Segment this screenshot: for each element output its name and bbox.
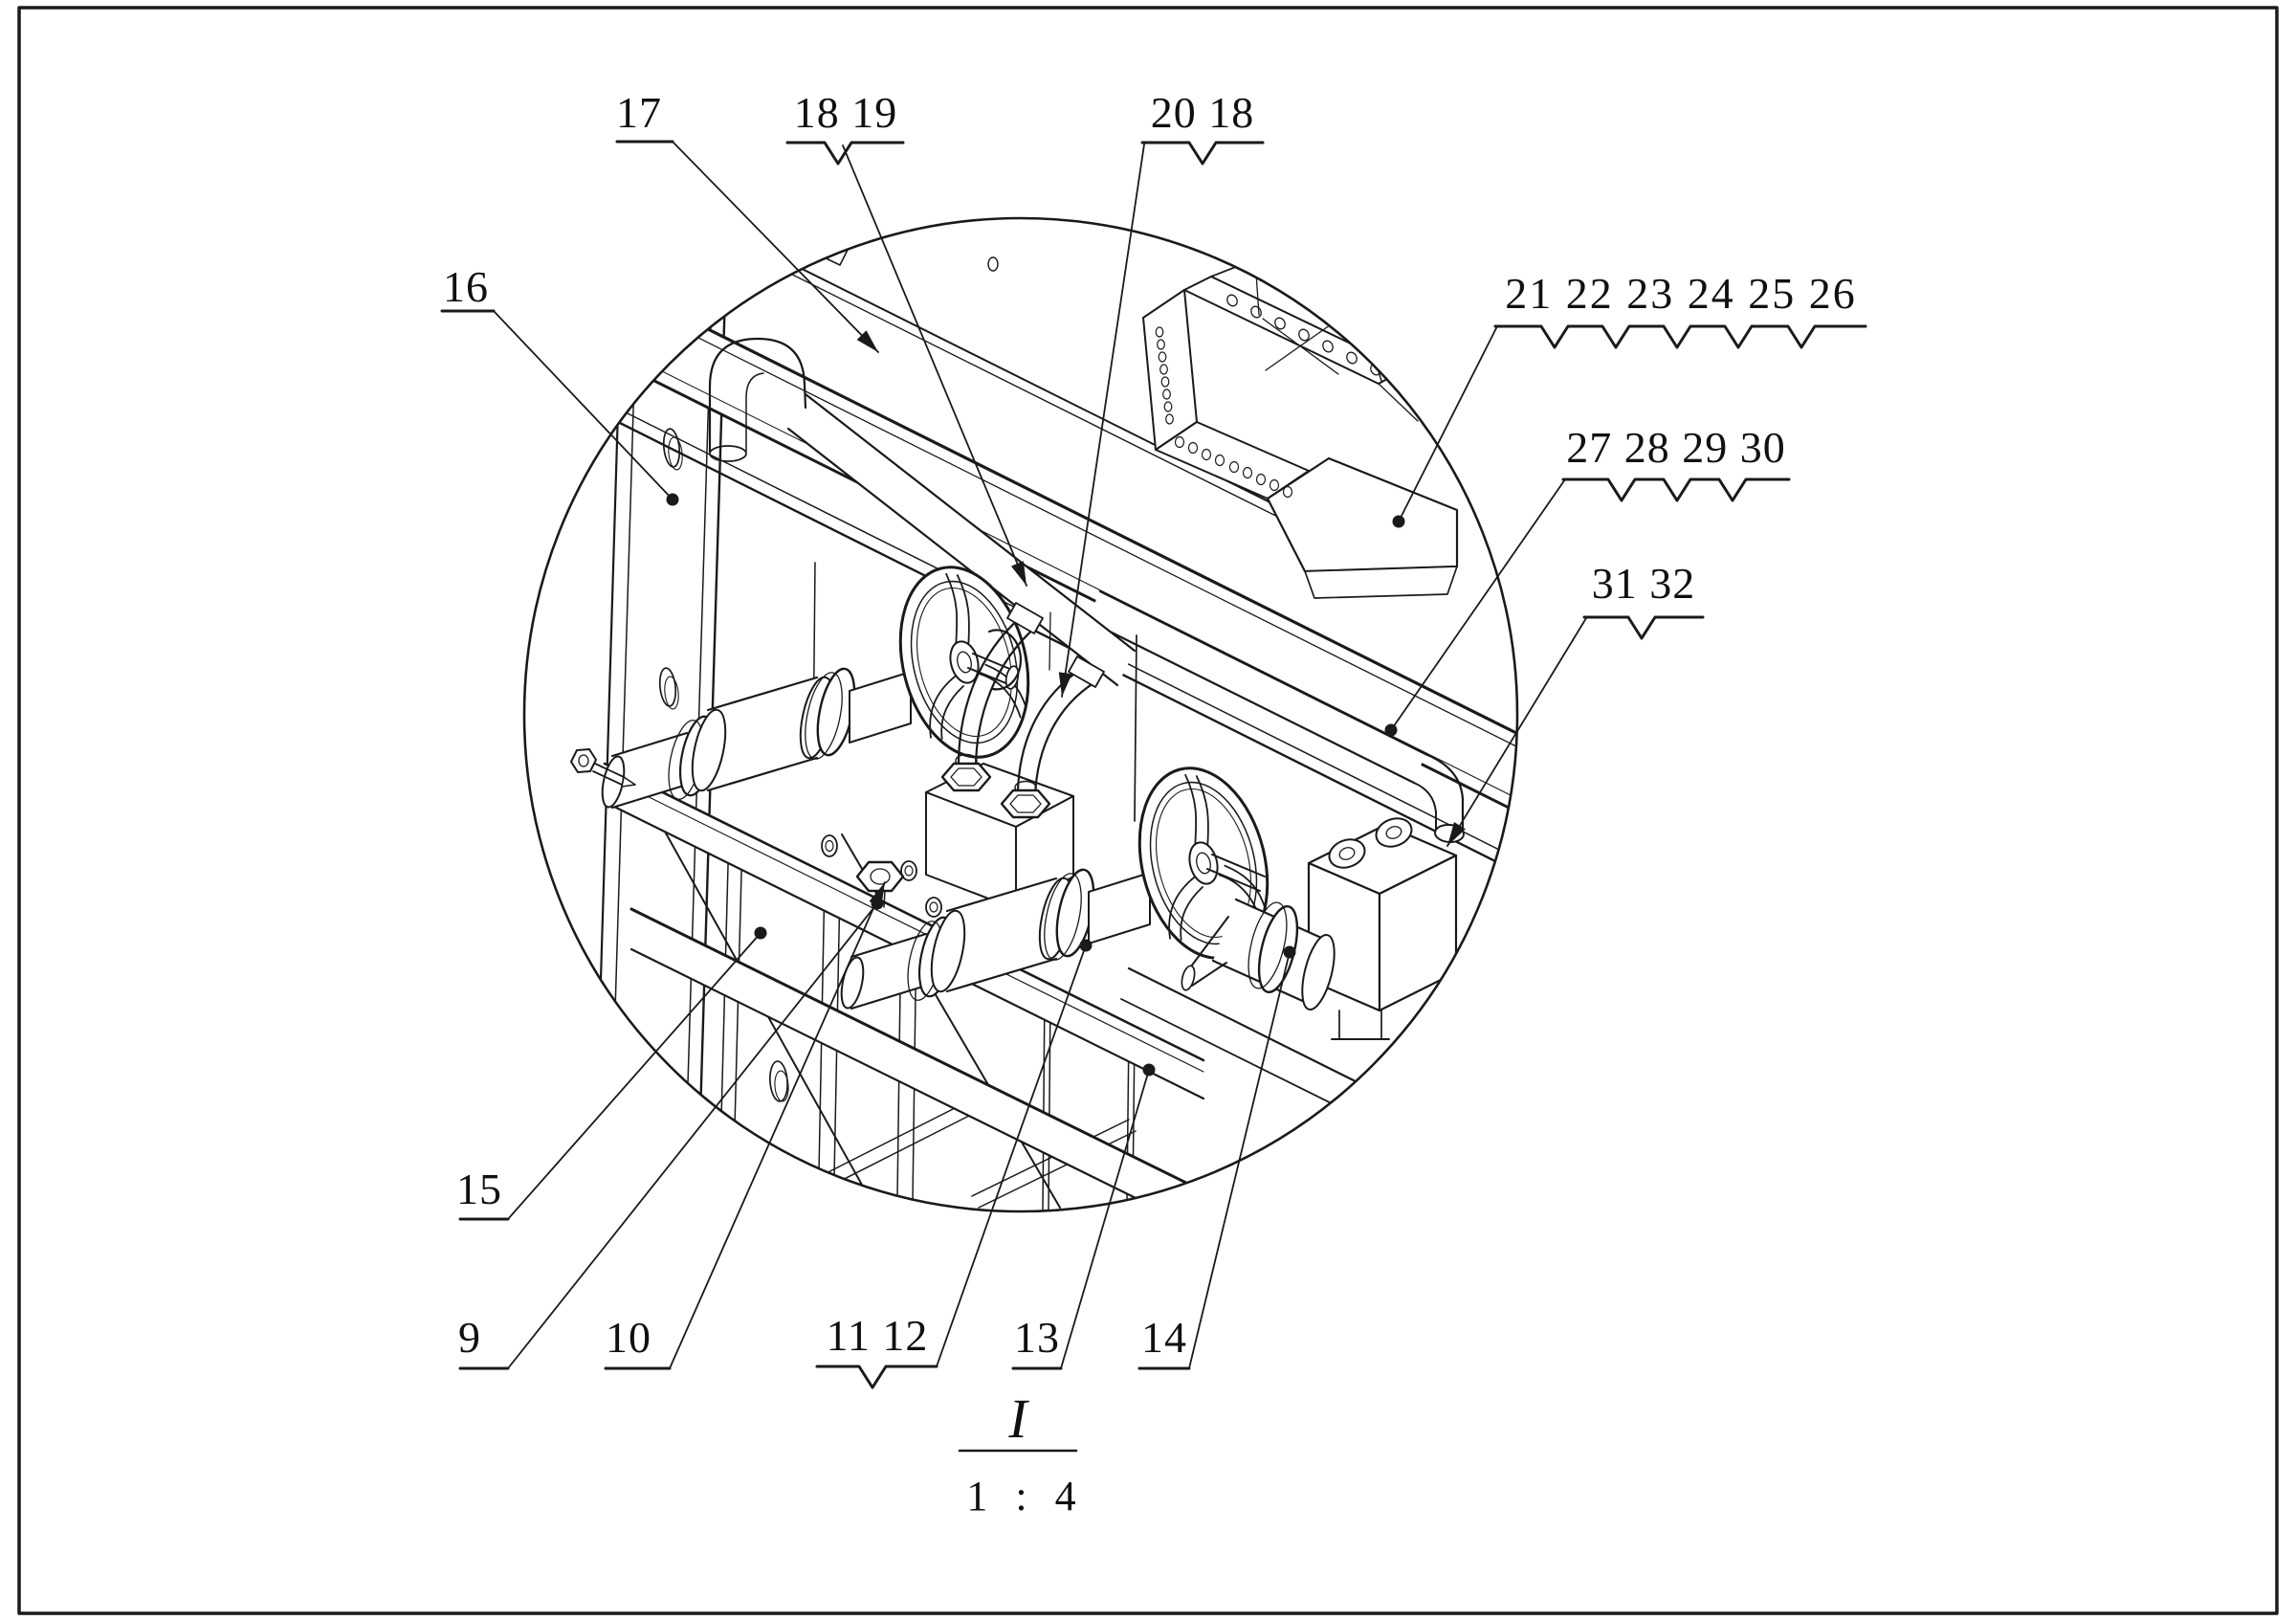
- hole-row-mid: [1174, 435, 1293, 499]
- actuator-assembly: [1181, 817, 1458, 1040]
- scale-note: I 1 : 4: [958, 1388, 1084, 1520]
- leader-31-32: [1446, 617, 1587, 847]
- leader-20-18: [1058, 144, 1145, 698]
- callout-label-18-19: 18 19: [794, 88, 898, 137]
- leader-17: [672, 141, 879, 353]
- detail-circle-boundary: [522, 216, 1519, 1213]
- callout-label-11-12: 11 12: [827, 1311, 929, 1360]
- callout-label-27-30: 27 28 29 30: [1566, 423, 1786, 472]
- leader-11-12: [936, 939, 1093, 1367]
- leader-lines: [493, 141, 1587, 1369]
- leader-16: [493, 310, 679, 506]
- callout-label-17: 17: [616, 88, 662, 137]
- bolt: [570, 748, 636, 788]
- valve-left: [601, 667, 912, 810]
- callout-label-9: 9: [458, 1313, 481, 1362]
- callout-labels: 17 18 19 20 18 16 21 22 23 24 25 26 27 2…: [443, 88, 1857, 1362]
- leader-18-19: [842, 144, 1027, 587]
- callout-label-10: 10: [606, 1313, 651, 1362]
- handwheel-left: [898, 566, 1030, 759]
- callout-label-15: 15: [456, 1165, 502, 1213]
- scale-ratio: 1 : 4: [966, 1473, 1084, 1520]
- callout-label-31-32: 31 32: [1592, 559, 1696, 608]
- machine-detail-view: [570, 218, 1517, 1211]
- callout-label-20-18: 20 18: [1151, 88, 1255, 137]
- valve-right: [840, 868, 1151, 1010]
- leader-27-30: [1384, 478, 1566, 737]
- leader-9: [507, 897, 884, 1369]
- elbow-pipe: [708, 337, 1137, 687]
- leader-15: [507, 926, 767, 1220]
- callout-label-13: 13: [1014, 1313, 1060, 1362]
- callout-label-14: 14: [1141, 1313, 1187, 1362]
- perforated-block: [1142, 258, 1459, 599]
- view-identifier: I: [1007, 1388, 1029, 1450]
- callout-underlines: [440, 140, 1867, 1389]
- leader-10: [669, 881, 886, 1369]
- callout-label-21-26: 21 22 23 24 25 26: [1505, 269, 1857, 318]
- hole-column: [1155, 326, 1174, 425]
- leader-13: [1060, 1063, 1156, 1369]
- sheet-border: [17, 6, 2279, 1615]
- leader-14: [1188, 945, 1296, 1369]
- leader-21-26: [1392, 325, 1498, 528]
- mounting-rails: [603, 762, 1384, 1211]
- callout-label-16: 16: [443, 262, 489, 311]
